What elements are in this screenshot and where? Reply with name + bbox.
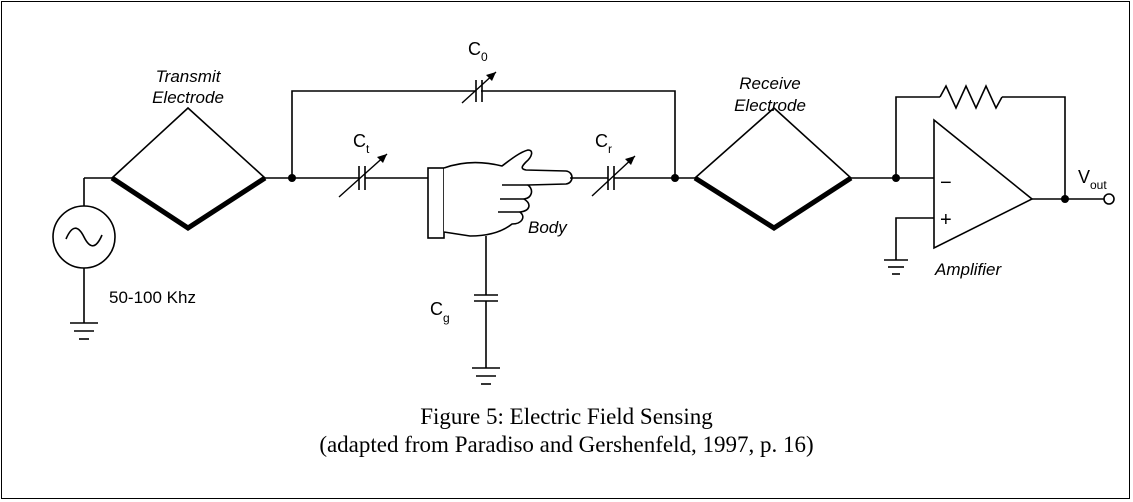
wire-plus-ground — [895, 217, 934, 260]
wire-feedback-right — [1002, 96, 1066, 199]
ct-subscript: t — [366, 142, 370, 156]
vout-subscript: out — [1090, 178, 1107, 192]
cg-subscript: g — [443, 311, 450, 325]
vout-label: V — [1078, 167, 1090, 187]
body-label: Body — [528, 218, 568, 237]
junction-output — [1061, 195, 1069, 203]
transmit-label-2: Electrode — [152, 88, 224, 107]
figure-caption-title: Figure 5: Electric Field Sensing — [420, 404, 713, 429]
wire-feedback-left — [895, 96, 940, 178]
ct-capacitor — [338, 153, 388, 198]
ac-source — [52, 177, 116, 323]
receive-electrode — [693, 106, 853, 231]
cr-capacitor — [591, 155, 636, 197]
cg-capacitor — [474, 294, 498, 302]
receive-label-1: Receive — [739, 74, 800, 93]
body-plate — [427, 167, 445, 239]
transmit-electrode — [110, 106, 267, 231]
cr-subscript: r — [608, 142, 612, 156]
circuit-diagram: Transmit Electrode Receive Electrode C 0… — [52, 39, 1115, 385]
cr-label: C — [595, 131, 608, 151]
op-amp — [933, 118, 1034, 250]
figure-caption-source: (adapted from Paradiso and Gershenfeld, … — [319, 432, 814, 457]
c0-capacitor — [461, 71, 497, 104]
feedback-resistor — [939, 84, 1003, 110]
receive-label-2: Electrode — [734, 96, 806, 115]
cg-ground — [472, 367, 500, 385]
cg-label: C — [430, 299, 443, 319]
amp-ground — [884, 259, 908, 275]
transmit-label-1: Transmit — [156, 67, 222, 86]
op-amp-minus: − — [940, 172, 952, 194]
wire-c0-loop — [291, 90, 676, 178]
c0-label: C — [468, 39, 481, 59]
output-terminal — [1103, 193, 1115, 205]
op-amp-plus: + — [940, 209, 952, 231]
c0-subscript: 0 — [481, 50, 488, 64]
source-ground — [70, 322, 98, 340]
ct-label: C — [353, 131, 366, 151]
amplifier-label: Amplifier — [934, 260, 1002, 279]
source-frequency-label: 50-100 Khz — [109, 288, 196, 307]
